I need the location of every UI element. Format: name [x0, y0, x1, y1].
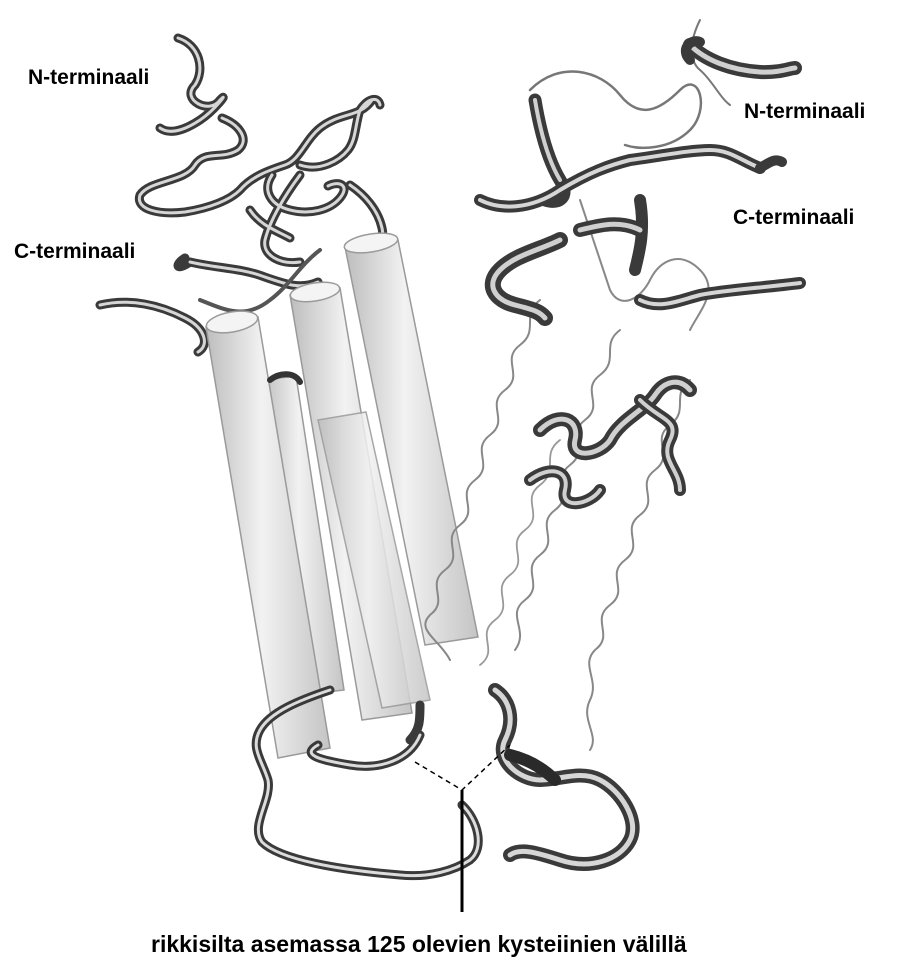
right-monomer — [425, 20, 800, 864]
right-thick-tubes — [480, 41, 800, 318]
right-c-terminal-label: C-terminaali — [733, 207, 854, 228]
left-n-terminal-label: N-terminaali — [28, 67, 149, 88]
left-helix-cylinders — [205, 230, 478, 758]
right-n-terminal-label: N-terminaali — [744, 101, 865, 122]
right-helix-turns — [530, 382, 690, 503]
disulfide-bridge-caption: rikkisilta asemassa 125 olevien kysteiin… — [151, 933, 687, 956]
left-c-terminal-label: C-terminaali — [14, 241, 135, 262]
left-monomer — [100, 38, 478, 876]
right-thin-coil — [530, 71, 701, 147]
disulfide-bond-dashes — [415, 745, 510, 790]
right-bottom-loop — [495, 690, 633, 864]
